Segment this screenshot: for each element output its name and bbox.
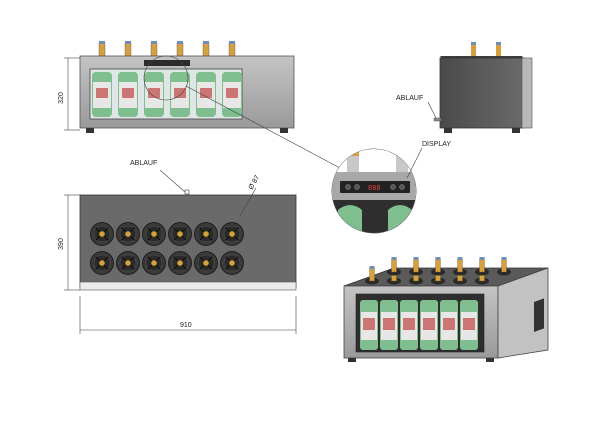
iso-side-vent (534, 298, 544, 332)
bottle-cap (98, 42, 106, 57)
top-view: ABLAUF Ø 87 390 910 (58, 160, 297, 334)
side-foot-right (512, 128, 520, 133)
display-label: DISPLAY (422, 141, 451, 148)
display-panel (144, 60, 190, 66)
bottle-cap (202, 42, 210, 57)
bottle (196, 72, 216, 117)
iso-bottle-cap (413, 258, 419, 273)
bottle-cap-seal (177, 41, 183, 44)
side-foot-left (444, 128, 452, 133)
iso-bottle (460, 300, 478, 350)
drain-label-side: ABLAUF (396, 95, 423, 102)
side-caps (471, 42, 501, 56)
height-dimension: 320 (58, 57, 80, 131)
iso-bottles-in-window (360, 300, 478, 350)
top-front-rail (79, 281, 297, 291)
bottles-in-window (92, 72, 242, 117)
glass-window (89, 68, 243, 120)
bottle-cap (228, 42, 236, 57)
foot-right (280, 128, 288, 133)
iso-bottle-cap (501, 258, 507, 273)
iso-bottle (360, 300, 378, 350)
iso-bottle-cap (435, 258, 441, 273)
bottle-well (90, 222, 114, 246)
bottle-cap-seal (125, 41, 131, 44)
bottle-cap-seal (229, 41, 235, 44)
bottle-well (116, 251, 140, 275)
iso-foot-left (348, 358, 356, 362)
bottle-well (90, 251, 114, 275)
drain-label-top: ABLAUF (130, 160, 157, 167)
bottle-well (194, 222, 218, 246)
drain-top-marker (184, 189, 190, 195)
width-dimension: 910 (79, 296, 297, 334)
bottle-well (142, 222, 166, 246)
iso-bottle-cap (457, 258, 463, 273)
bottle-well (220, 222, 244, 246)
bottle-cap-seal (203, 41, 209, 44)
bottle-well (168, 222, 192, 246)
bottle (92, 72, 112, 117)
iso-bottle-caps (365, 257, 511, 285)
bottle-well (168, 251, 192, 275)
front-view: 320 (58, 41, 295, 133)
bottle-wells-grid (90, 222, 244, 275)
iso-bottle (420, 300, 438, 350)
side-view: ABLAUF (396, 42, 533, 133)
bottle (222, 72, 242, 117)
iso-bottle-cap (391, 258, 397, 273)
display-readout: 888 (368, 185, 381, 193)
bottle-caps-row (98, 41, 236, 57)
depth-dim-label: 390 (58, 238, 65, 250)
bottle-cap-seal (99, 41, 105, 44)
diameter-label: Ø 87 (248, 174, 262, 191)
iso-bottle (400, 300, 418, 350)
bottle-cap (124, 42, 132, 57)
foot-left (86, 128, 94, 133)
bottle (170, 72, 190, 117)
iso-side-face (497, 267, 549, 359)
drain-spout (433, 117, 442, 122)
bottle (118, 72, 138, 117)
height-dim-label: 320 (58, 92, 65, 104)
cooler-body-side (439, 57, 525, 129)
iso-bottle (380, 300, 398, 350)
iso-bottle-cap (369, 267, 375, 282)
bottle-well (220, 251, 244, 275)
iso-bottle (440, 300, 458, 350)
side-panel-steel (521, 57, 533, 129)
iso-bottle-cap (479, 258, 485, 273)
display-detail: 888 DISPLAY (143, 55, 451, 234)
bottle-well (142, 251, 166, 275)
width-dim-label: 910 (180, 322, 192, 329)
iso-foot-right (486, 358, 494, 362)
bottle-cap-seal (151, 41, 157, 44)
display-unit (340, 181, 410, 193)
bottle-cap (150, 42, 158, 57)
bottle (144, 72, 164, 117)
bottle-well (194, 251, 218, 275)
isometric-view (343, 257, 549, 362)
bottle-well (116, 222, 140, 246)
depth-dimension: 390 (58, 194, 80, 291)
bottle-cap (176, 42, 184, 57)
